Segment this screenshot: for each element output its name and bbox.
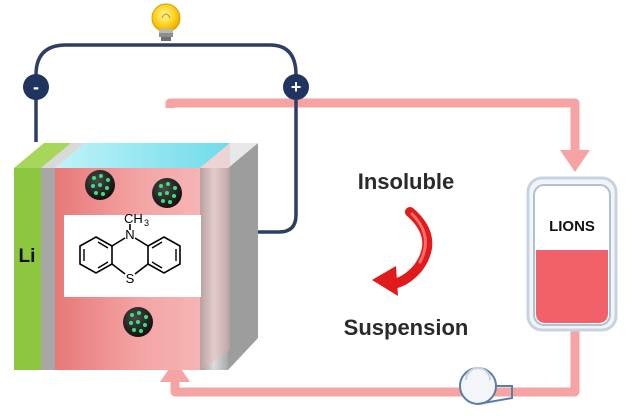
nitrogen-label: N <box>125 227 134 242</box>
positive-terminal: + <box>283 74 309 100</box>
down-arrow-icon <box>560 150 590 172</box>
methyl-subscript: 3 <box>144 218 149 228</box>
particle-icon <box>152 178 182 208</box>
external-circuit <box>34 43 298 234</box>
particle-icon <box>123 307 153 337</box>
red-curved-arrow-icon <box>372 207 433 296</box>
methyl-label: CH <box>124 211 143 226</box>
insoluble-label: Insoluble <box>358 169 455 194</box>
anode-label: Li <box>19 246 36 267</box>
up-arrow-icon <box>160 360 190 382</box>
flow-pipe <box>160 98 590 397</box>
negative-sign: - <box>33 77 39 97</box>
positive-sign: + <box>291 77 302 97</box>
electrolyte-surface <box>55 143 230 168</box>
tank-liquid <box>536 250 608 323</box>
negative-terminal: - <box>23 74 49 100</box>
lithium-anode <box>14 168 41 370</box>
sulfur-label: S <box>126 271 135 286</box>
particle-icon <box>85 170 115 200</box>
molecule-structure: N S CH 3 <box>64 211 201 297</box>
suspension-label: Suspension <box>344 315 469 340</box>
tank-label: LIONS <box>549 218 595 235</box>
light-bulb-icon <box>151 3 181 41</box>
lions-tank: LIONS <box>526 176 618 332</box>
pump-icon <box>459 367 513 405</box>
